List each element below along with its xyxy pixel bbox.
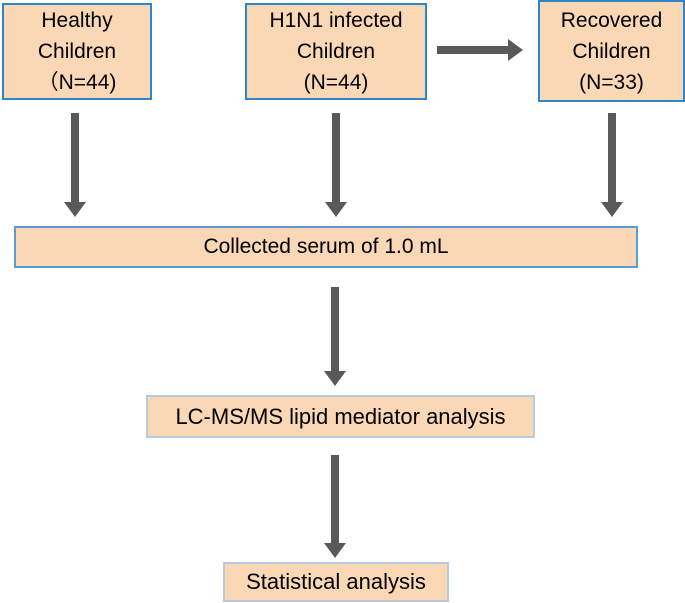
arrow-down-icon <box>64 113 86 217</box>
box-h1n1-infected-children: H1N1 infected Children (N=44) <box>245 3 427 100</box>
box-stat-label: Statistical analysis <box>246 569 426 594</box>
arrow-shaft <box>331 455 339 544</box>
box-recovered-line-3: (N=33) <box>579 70 644 94</box>
arrow-shaft <box>331 287 339 372</box>
arrow-head <box>601 202 623 217</box>
arrow-head <box>508 39 523 61</box>
arrow-head <box>64 202 86 217</box>
box-statistical-analysis: Statistical analysis <box>223 562 449 602</box>
arrow-shaft <box>437 46 509 54</box>
box-lcms-analysis: LC-MS/MS lipid mediator analysis <box>146 395 535 438</box>
box-recovered-line-1: Recovered <box>560 8 663 32</box>
arrow-head <box>324 543 346 558</box>
arrow-down-icon <box>324 287 346 386</box>
box-h1n1-line-2: Children <box>296 40 376 63</box>
box-healthy-children: Healthy Children （N=44) <box>2 3 152 100</box>
box-serum-label: Collected serum of 1.0 mL <box>203 235 449 258</box>
box-healthy-line-3: （N=44) <box>37 71 117 94</box>
box-collected-serum: Collected serum of 1.0 mL <box>14 226 638 268</box>
arrow-down-icon <box>324 455 346 558</box>
arrow-down-icon <box>601 113 623 217</box>
box-recovered-line-2: Children <box>572 39 651 63</box>
box-healthy-line-1: Healthy <box>41 9 113 32</box>
box-recovered-children: Recovered Children (N=33) <box>538 0 685 102</box>
arrow-head <box>325 202 347 217</box>
arrow-shaft <box>608 113 616 203</box>
box-h1n1-line-3: (N=44) <box>303 71 369 94</box>
arrow-shaft <box>332 113 340 203</box>
box-h1n1-line-1: H1N1 infected <box>269 9 403 32</box>
box-healthy-line-2: Children <box>37 40 117 63</box>
arrow-right-icon <box>437 39 523 61</box>
arrow-head <box>324 371 346 386</box>
box-lcms-label: LC-MS/MS lipid mediator analysis <box>175 403 506 429</box>
arrow-down-icon <box>325 113 347 217</box>
arrow-shaft <box>71 113 79 203</box>
